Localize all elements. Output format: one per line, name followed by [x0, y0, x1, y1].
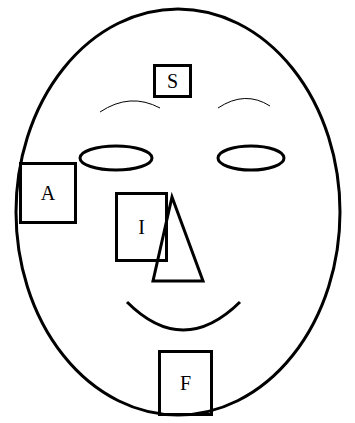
part-letter: A — [40, 182, 56, 204]
label-box: A — [19, 162, 77, 224]
nose — [153, 197, 203, 281]
label-box: I — [115, 192, 168, 262]
part-letter: I — [137, 216, 146, 238]
left-eyebrow — [100, 101, 160, 112]
part-letter: S — [166, 70, 179, 92]
left-eye — [80, 146, 152, 170]
face-outline — [16, 9, 340, 415]
right-eye — [218, 146, 284, 170]
label-box: S — [153, 64, 192, 98]
mouth — [127, 302, 240, 330]
label-box: F — [158, 350, 213, 416]
right-eyebrow — [218, 98, 270, 108]
part-letter: F — [179, 372, 192, 394]
